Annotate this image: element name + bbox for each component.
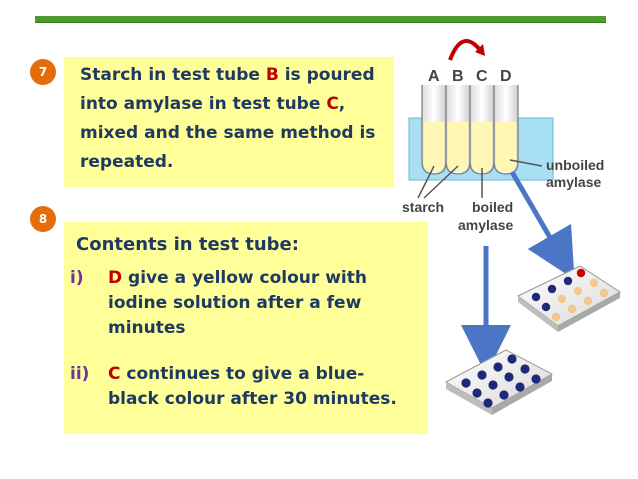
starch-pointer-b [423,165,459,199]
unboiled-pointer [509,159,543,167]
test-tube-diagram: A B C D starch boiled amylase unboiled a… [402,39,621,415]
starch-label: starch [402,199,444,215]
list-item-ii: C continues to give a blue- black colour… [108,364,397,409]
spotting-tile-d [517,265,621,332]
test-tube-a [421,85,447,175]
tube-label-c: C [476,68,488,85]
tube-label-a: A [428,68,440,85]
step-8-box: Contents in test tube: i) D give a yello… [64,222,428,434]
unboiled-label-line-1: unboiled [546,157,604,173]
boiled-label-line-2: amylase [458,217,513,233]
step-7-line-4: repeated. [80,152,174,172]
test-tube-b [445,85,471,175]
unboiled-label-line-2: amylase [546,174,601,190]
list-marker-i: i) [70,268,84,288]
test-tube-c [469,85,495,175]
spotting-tile-c [444,349,554,415]
pour-arrow [448,39,482,61]
step-7-line-1: Starch in test tube B is poured [80,65,375,85]
boiled-label-line-1: boiled [472,199,513,215]
list-item-i: D give a yellow colour with iodine solut… [108,268,367,338]
tube-label-b: B [452,68,464,85]
starch-pointer-a [417,165,435,199]
tube-label-d: D [500,68,512,85]
step-7-line-3: mixed and the same method is [80,123,376,143]
step-8-heading: Contents in test tube: [76,234,299,255]
list-marker-ii: ii) [70,364,90,384]
step-7-line-2: into amylase in test tube C, [80,94,346,114]
top-accent-bar [35,16,606,23]
step-7-badge: 7 [30,59,56,85]
pour-arrow-head [475,44,485,56]
step-7-box: Starch in test tube B is poured into amy… [64,57,394,187]
step-8-badge: 8 [30,206,56,232]
arrow-to-yellow-tile [509,170,575,280]
